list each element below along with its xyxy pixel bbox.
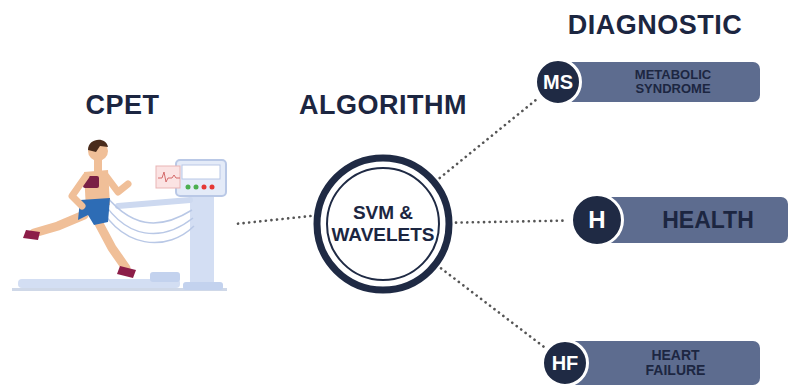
cpet-illustration-node: CPET <box>10 88 235 298</box>
badge-circle: MS <box>534 58 582 106</box>
badge-label: HF <box>552 352 579 375</box>
diagnostic-band: HEALTHH <box>598 197 788 243</box>
section-heading: CPET <box>10 90 235 121</box>
section-heading: DIAGNOSTIC <box>545 10 765 41</box>
algorithm-circle: ALGORITHMSVM & WAVELETS <box>313 154 453 294</box>
dotted-connector <box>456 221 567 223</box>
band-label: METABOLIC SYNDROME <box>613 68 733 97</box>
diagnostic-band: HEART FAILUREHF <box>565 341 760 385</box>
badge-circle: HF <box>541 339 589 385</box>
band-label: HEALTH <box>662 207 754 234</box>
badge-label: H <box>588 206 605 234</box>
badge-circle: H <box>570 193 624 247</box>
section-heading: ALGORITHM <box>233 90 533 121</box>
circle-label: SVM & WAVELETS <box>331 202 434 247</box>
dotted-connector <box>238 216 311 224</box>
band-label: HEART FAILURE <box>621 348 731 378</box>
diagnostic-band: METABOLIC SYNDROMEMS <box>560 62 760 102</box>
dotted-connector <box>441 268 544 346</box>
badge-label: MS <box>543 71 573 94</box>
